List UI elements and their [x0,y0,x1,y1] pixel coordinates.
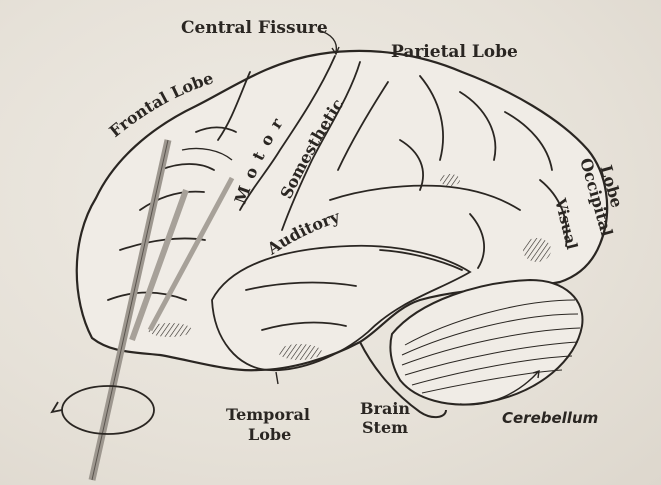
brain-label: Brain [360,399,410,418]
temporal-shading [278,344,322,360]
central-fissure-label: Central Fissure [181,18,328,38]
parietal-lobe-label: Parietal Lobe [391,42,518,62]
temporal-lobe-label: Lobe [248,425,291,444]
probe-rods [88,139,235,481]
visual-area-shading [523,238,551,262]
temporal-lobe-contour [211,244,472,372]
temporal-label: Temporal [226,405,310,424]
frontal-shading [148,323,192,337]
rotation-indicator [50,385,155,435]
leader-lines [181,29,540,406]
cerebellum-folia [401,299,581,394]
parietal-shading [440,174,460,186]
cerebellum [389,278,584,406]
cerebellum-label: Cerebellum [502,409,598,427]
stem-label: Stem [362,418,408,437]
brain-stem [359,341,447,418]
